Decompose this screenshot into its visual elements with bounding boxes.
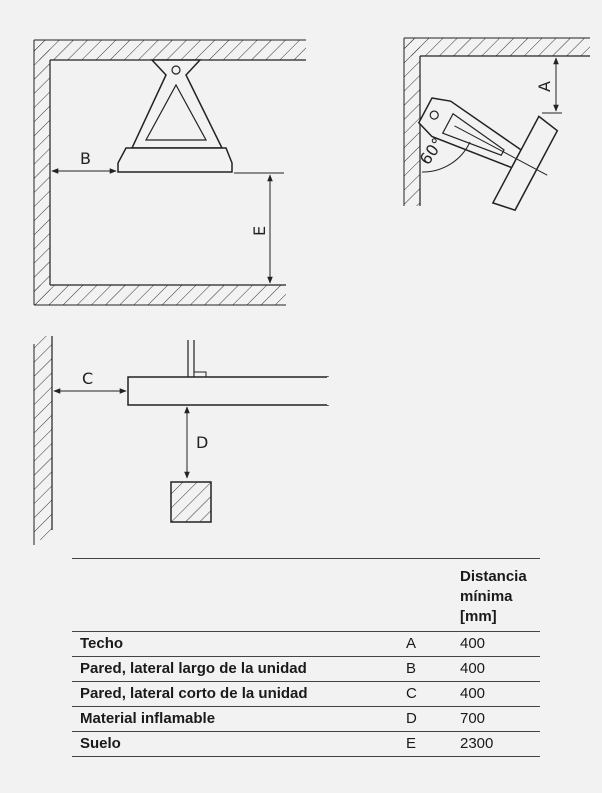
row-value: 700: [460, 710, 486, 727]
row-code: A: [406, 635, 417, 652]
ceiling-hatch: [34, 40, 306, 60]
clearance-diagram: B E A 60°: [33, 37, 590, 545]
table-row: Pared, lateral largo de la unidad B 400: [72, 657, 540, 682]
header-distance-line3: [mm]: [460, 608, 497, 625]
row-code: E: [406, 735, 417, 752]
row-label: Material inflamable: [80, 710, 216, 727]
tilted-heater-body: [491, 115, 559, 212]
header-distance-line1: Distancia: [460, 568, 527, 585]
side-heater-body: [127, 376, 329, 406]
table-row: Suelo E 2300: [72, 732, 540, 757]
wall-hatch: [34, 40, 50, 305]
header-element: [72, 559, 388, 632]
row-label: Pared, lateral corto de la unidad: [80, 685, 308, 702]
table-header-row: Distancia mínima [mm]: [72, 558, 540, 632]
row-code: B: [406, 660, 417, 677]
ceiling-hatch-2: [404, 38, 590, 56]
row-value: 400: [460, 635, 486, 652]
angled-mount-diagram: A 60°: [403, 37, 590, 212]
row-value: 400: [460, 660, 486, 677]
side-view-diagram: C D: [33, 336, 329, 545]
table-row: Pared, lateral corto de la unidad C 400: [72, 682, 540, 707]
header-code: [388, 559, 452, 632]
row-label: Techo: [80, 635, 124, 652]
angle-arc: [421, 141, 471, 173]
floor-hatch: [34, 285, 286, 305]
table-row: Techo A 400: [72, 632, 540, 657]
wall-hatch-2: [404, 38, 420, 206]
dimension-b-label: B: [80, 149, 91, 168]
header-distance-line2: mínima: [460, 588, 513, 605]
row-value: 2300: [460, 735, 494, 752]
row-code: D: [406, 710, 417, 727]
dimension-a-label: A: [535, 81, 554, 92]
dimension-d-label: D: [196, 433, 208, 452]
heater-body: [117, 147, 233, 173]
row-value: 400: [460, 685, 486, 702]
flammable-material-box: [170, 481, 212, 523]
clearance-table-container: Distancia mínima [mm] Techo A 400 Pared,…: [72, 558, 540, 757]
clearance-table: Distancia mínima [mm] Techo A 400 Pared,…: [72, 558, 540, 757]
dimension-c-label: C: [82, 369, 93, 388]
row-label: Pared, lateral largo de la unidad: [80, 660, 307, 677]
ceiling-mount-diagram: B E: [33, 39, 306, 306]
dimension-e-label: E: [250, 226, 269, 236]
header-distance: Distancia mínima [mm]: [452, 559, 540, 632]
table-row: Material inflamable D 700: [72, 707, 540, 732]
row-label: Suelo: [80, 735, 121, 752]
wall-hatch-3: [34, 336, 52, 540]
row-code: C: [406, 685, 417, 702]
